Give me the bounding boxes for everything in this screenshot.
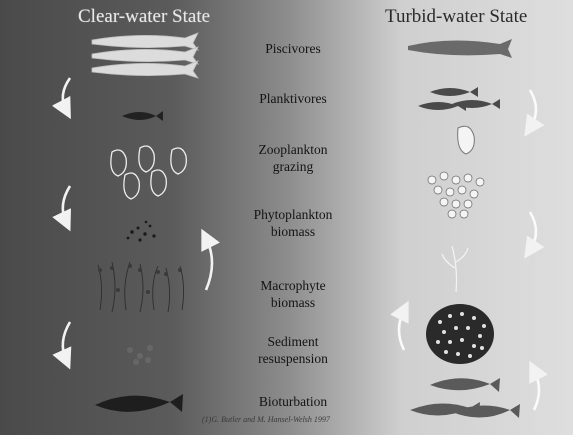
right-phytoplankton-icon xyxy=(428,172,484,218)
left-zooplankton-icon xyxy=(111,146,186,199)
right-bioturbation-fish-icon xyxy=(410,378,520,418)
left-phytoplankton-icon xyxy=(127,221,156,242)
label-planktivores: Planktivores xyxy=(223,90,363,107)
citation: (1)G. Butler and M. Hansel-Welsh 1997 xyxy=(202,415,330,424)
left-planktivore-fish-icon xyxy=(122,111,163,121)
left-sediment-icon xyxy=(127,345,153,365)
left-arrow-4-icon xyxy=(63,322,70,360)
label-piscivores: Piscivores xyxy=(223,40,363,57)
right-piscivore-fish-icon xyxy=(408,39,512,58)
right-macrophyte-icon xyxy=(442,246,468,292)
label-macrophyte-biomass: Macrophyte biomass xyxy=(223,277,363,311)
right-arrow-2-icon xyxy=(530,212,536,250)
left-arrow-3-icon xyxy=(206,238,212,290)
label-zooplankton-grazing: Zooplankton grazing xyxy=(223,141,363,175)
right-arrow-3-icon xyxy=(399,310,404,350)
right-sediment-icon xyxy=(426,304,494,364)
right-arrow-1-icon xyxy=(530,90,536,128)
right-arrow-4-icon xyxy=(534,370,539,410)
label-phytoplankton-biomass: Phytoplankton biomass xyxy=(223,206,363,240)
right-planktivore-fish-icon xyxy=(418,87,500,111)
label-bioturbation: Bioturbation xyxy=(223,393,363,410)
left-arrow-1-icon xyxy=(63,78,70,110)
label-sediment-resuspension: Sediment resuspension xyxy=(223,333,363,367)
right-zooplankton-icon xyxy=(458,126,475,154)
left-piscivore-fish-icon xyxy=(92,33,198,78)
left-bioturbation-fish-icon xyxy=(95,394,183,412)
left-arrow-2-icon xyxy=(63,186,70,222)
